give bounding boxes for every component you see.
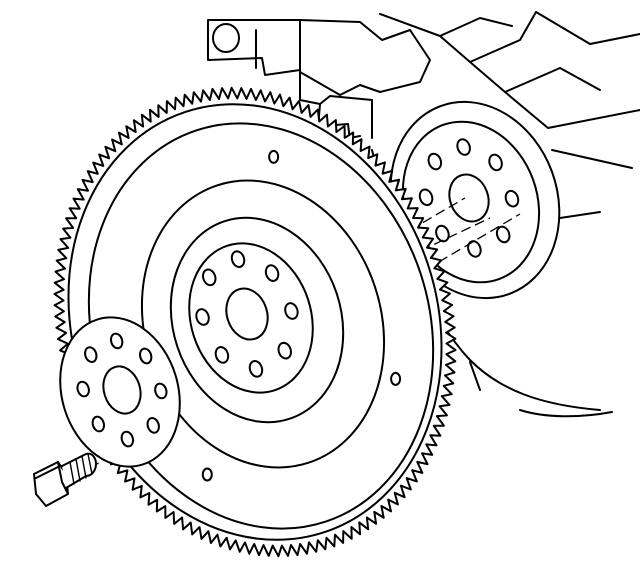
plate-bolt-hole bbox=[154, 382, 168, 400]
plate-bolt-hole bbox=[146, 417, 160, 434]
flywheel-center-bore bbox=[225, 287, 269, 341]
flywheel-bolt-hole bbox=[277, 341, 292, 360]
plate-bolt-hole bbox=[76, 380, 90, 398]
flywheel-bolt-hole bbox=[230, 250, 246, 268]
flywheel-outer-hole bbox=[201, 467, 213, 482]
flange-bolt-hole bbox=[467, 240, 482, 258]
plate-bolt-hole bbox=[91, 415, 106, 433]
flange-bolt-hole bbox=[495, 225, 511, 244]
plate-bolt-hole bbox=[138, 347, 153, 365]
flange-bolt-hole bbox=[435, 224, 450, 243]
flange-pilot-bore bbox=[448, 173, 490, 223]
flywheel-outer-hole bbox=[268, 149, 280, 164]
flywheel-hub-ring bbox=[169, 216, 345, 424]
flange-bolt-hole bbox=[418, 188, 434, 207]
flange-bolt-hole bbox=[488, 153, 503, 172]
flange-bolt-hole bbox=[504, 189, 520, 208]
plate-bolt-hole bbox=[109, 332, 124, 350]
bolt-icon bbox=[33, 452, 97, 507]
flywheel-bolt-hole bbox=[248, 360, 264, 378]
flywheel-hub bbox=[188, 242, 314, 394]
flange-bolt-hole bbox=[427, 152, 443, 171]
plate-center-bore bbox=[102, 365, 142, 415]
retainer-plate-icon bbox=[59, 316, 181, 468]
plate-bolt-hole bbox=[84, 346, 98, 363]
plate-bolt-hole bbox=[120, 430, 135, 448]
flywheel-outer-hole bbox=[390, 371, 402, 386]
flywheel-bolt-hole bbox=[195, 308, 210, 326]
flywheel-bolt-hole bbox=[284, 302, 299, 320]
flywheel-bolt-hole bbox=[202, 268, 217, 287]
flywheel-bolt-hole bbox=[214, 346, 230, 364]
flange-bolt-hole bbox=[456, 138, 471, 156]
engine-block-icon bbox=[207, 11, 640, 418]
flywheel-bolt-hole bbox=[264, 264, 280, 282]
